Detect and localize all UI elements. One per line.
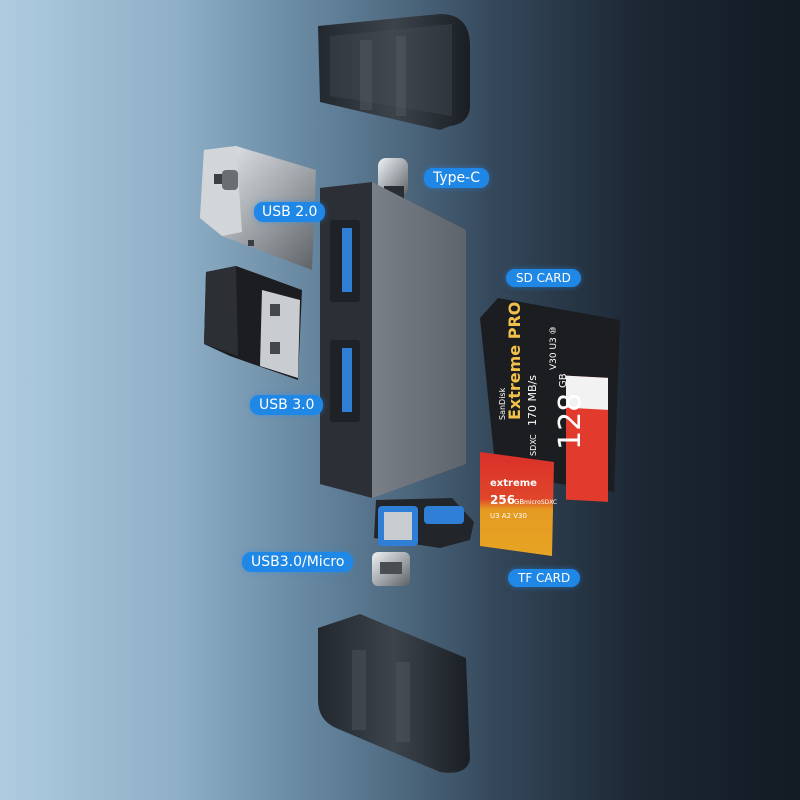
hub-body <box>320 182 466 498</box>
tf-card-label: TF CARD <box>508 569 581 587</box>
tf-card-marks: U3 A2 V30 <box>490 512 527 520</box>
tf-card-type: microSDXC <box>524 499 557 506</box>
sd-card: Extreme PRO SanDisk 170 MB/s V30 U3 ⑩ 12… <box>480 298 620 502</box>
usb-port-lower <box>330 340 360 422</box>
usb-2-0-label: USB 2.0 <box>254 202 326 222</box>
sd-card-capacity: 128 <box>553 393 588 450</box>
sd-card-marks: V30 U3 ⑩ <box>549 326 559 370</box>
sd-card-label: SD CARD <box>506 269 581 287</box>
sd-card-speed: 170 MB/s <box>526 375 539 426</box>
type-c-label: Type-C <box>424 168 489 188</box>
tf-card-unit: GB <box>514 498 524 506</box>
tf-card-capacity: 256 <box>490 493 515 507</box>
sd-card-type: SDXC <box>529 434 538 456</box>
usb-3-0-label: USB 3.0 <box>250 395 324 415</box>
bottom-cap <box>318 614 470 773</box>
top-cap <box>318 14 470 130</box>
usb-port-upper <box>330 220 360 302</box>
sd-card-line: Extreme PRO <box>505 302 524 420</box>
sd-card-unit: GB <box>558 373 569 388</box>
tf-card-line: extreme <box>490 478 537 489</box>
usb-3-0-plug <box>204 266 302 380</box>
sd-card-brand: SanDisk <box>498 387 507 420</box>
usb-micro-label: USB3.0/Micro <box>242 552 354 572</box>
usb-micro-connector <box>372 498 474 586</box>
tf-card: extreme 256 GB microSDXC U3 A2 V30 <box>480 452 557 556</box>
